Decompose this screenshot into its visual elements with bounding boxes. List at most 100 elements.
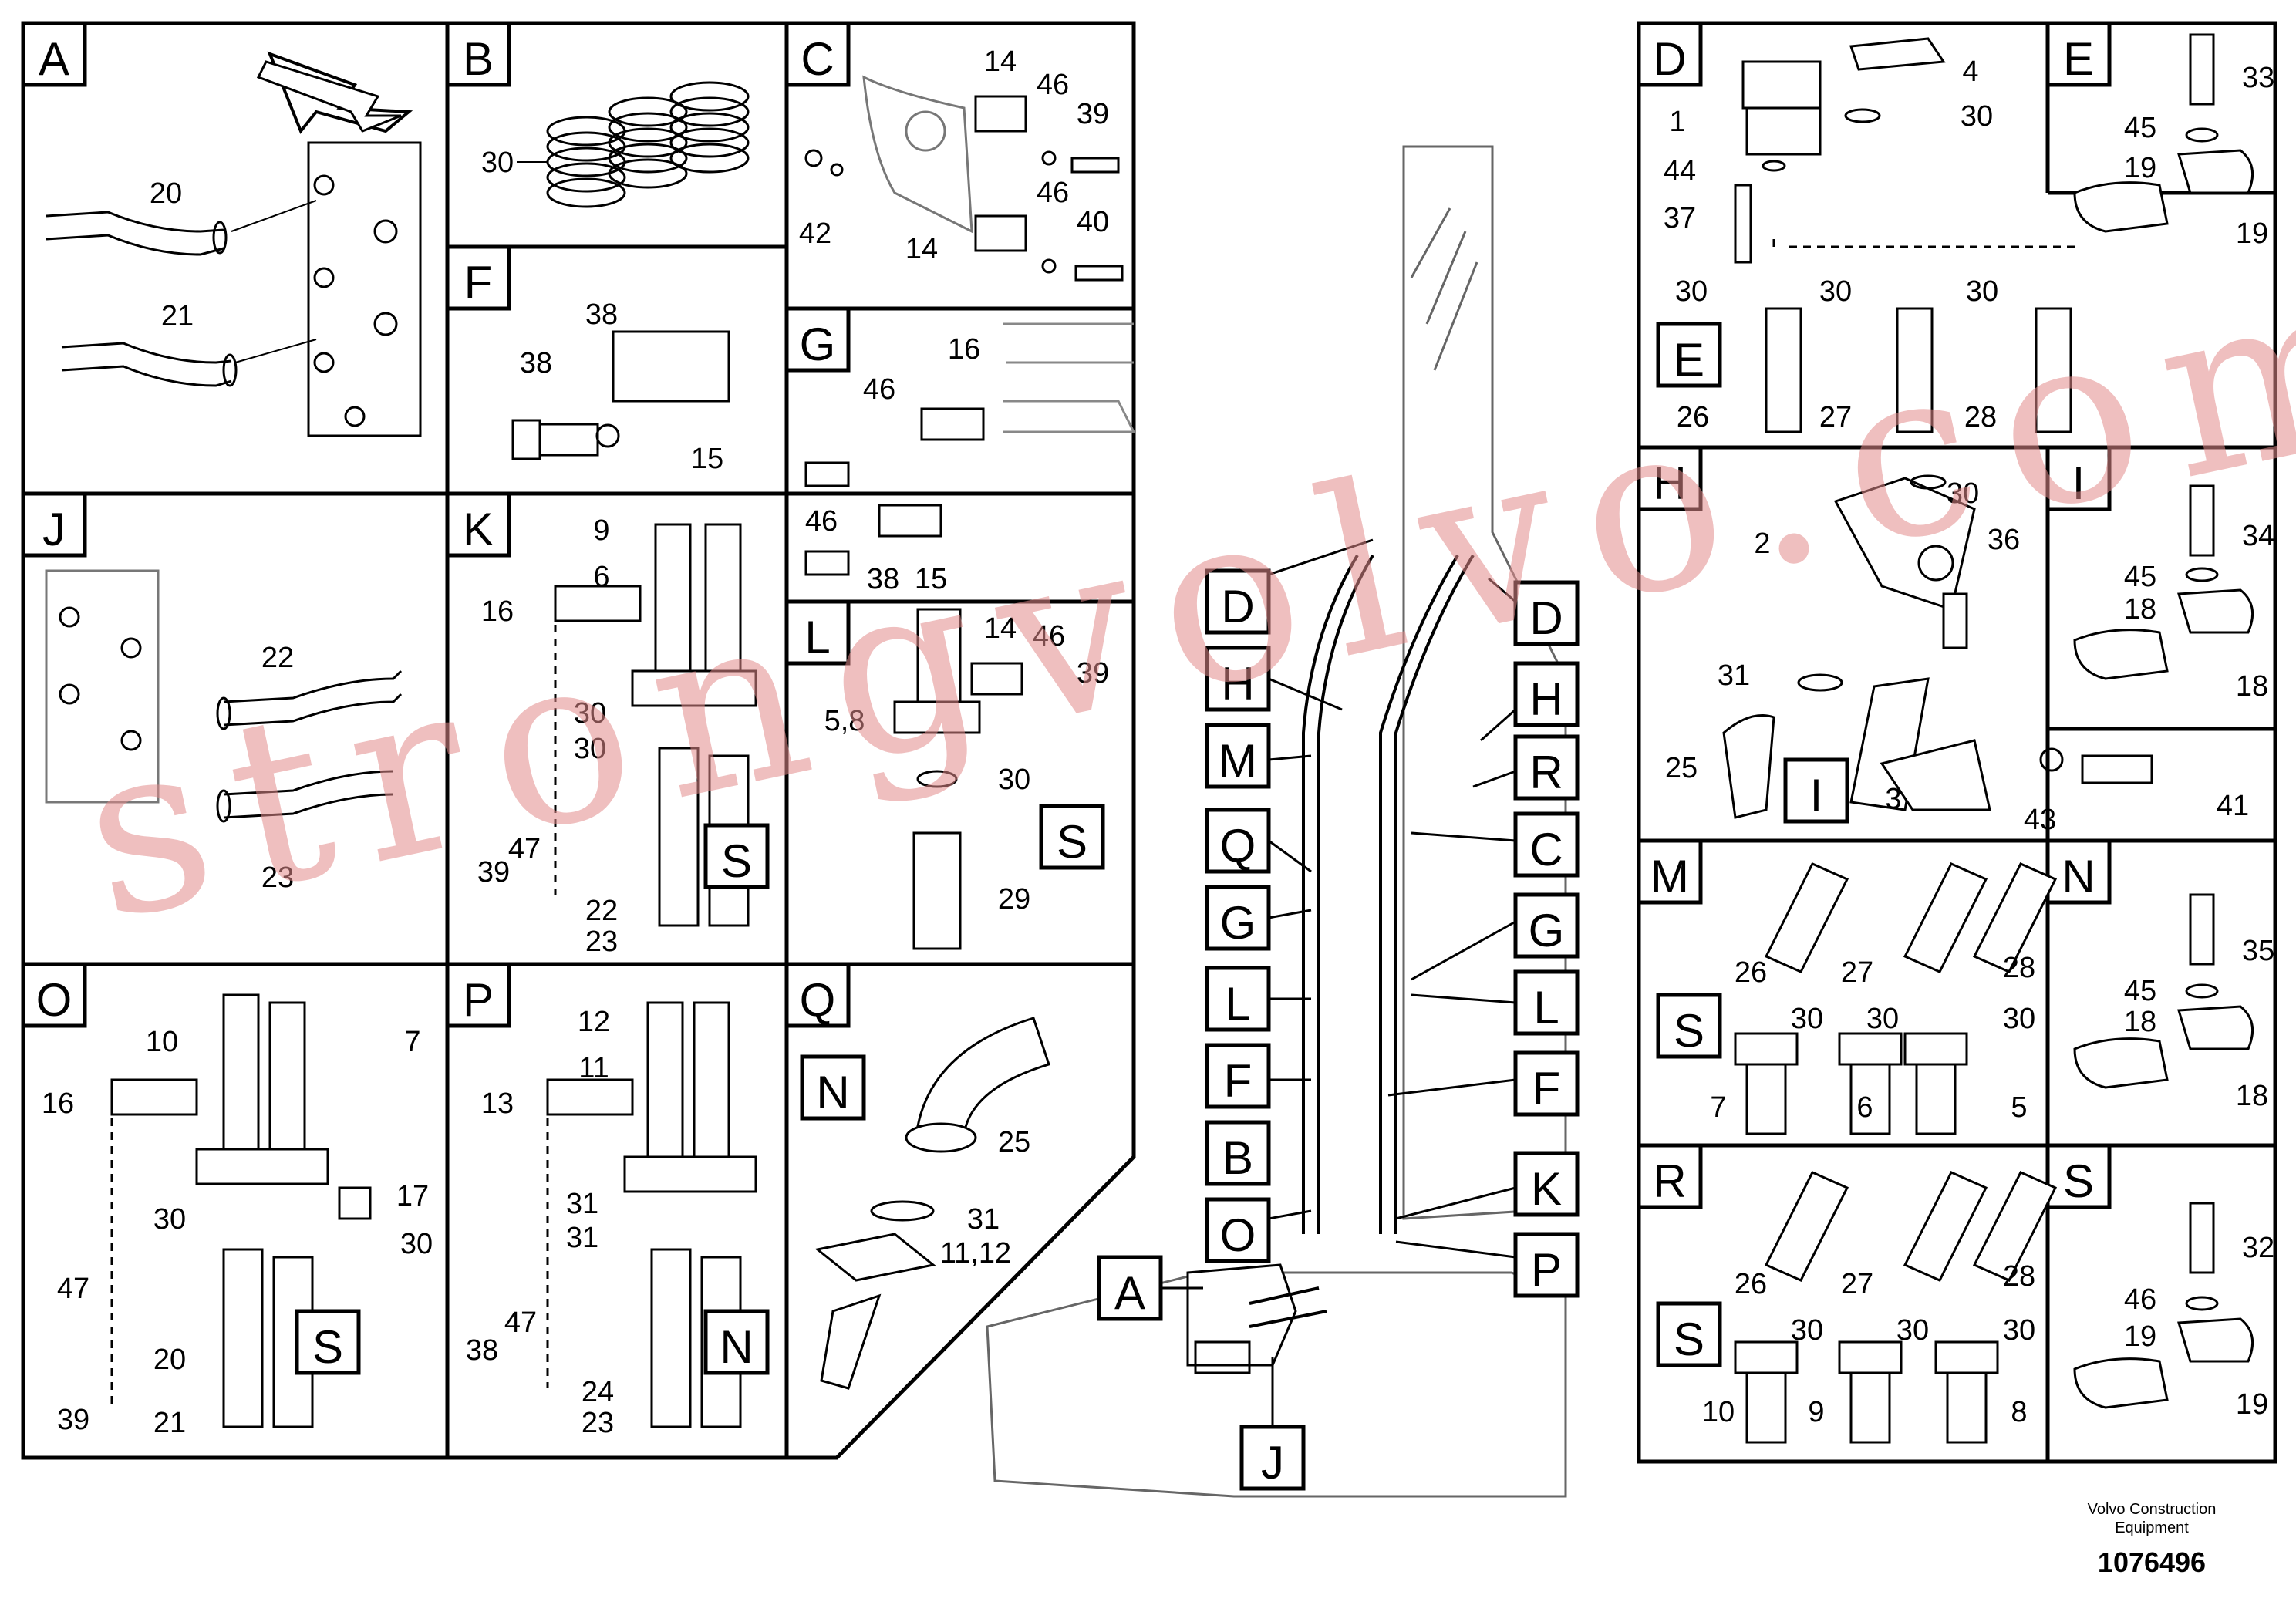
callout: 46 (1037, 69, 1069, 101)
callout: 24 (582, 1376, 614, 1408)
callout: 30 (574, 733, 606, 765)
machine-label-K: K (1395, 1151, 1580, 1220)
company-line-2: Equipment (2115, 1519, 2189, 1536)
callout: 30 (1966, 275, 1998, 308)
detail-ref-S: S (1039, 804, 1105, 870)
panel-S-drawing (2073, 1202, 2254, 1409)
panel-R-drawing (1734, 1171, 2058, 1444)
svg-text:I: I (1810, 770, 1823, 821)
svg-text:B: B (1222, 1132, 1253, 1184)
svg-text:S: S (1057, 816, 1087, 868)
callout: 34 (2242, 520, 2274, 552)
callout: 22 (261, 642, 294, 674)
panel-H-drawing (1722, 474, 2153, 819)
callout: 21 (153, 1407, 186, 1439)
svg-text:E: E (2063, 33, 2094, 85)
callout: 30 (1791, 1003, 1823, 1035)
callout: 45 (2124, 975, 2156, 1007)
callout: 31 (1718, 659, 1750, 692)
panel-letter-C: C (784, 21, 851, 87)
callout: 18 (2236, 670, 2268, 703)
svg-text:J: J (42, 504, 66, 555)
machine-label-O: O (1205, 1197, 1312, 1263)
callout: 30 (1791, 1314, 1823, 1347)
callout: 20 (150, 177, 182, 210)
callout: 30 (998, 764, 1030, 796)
machine-drawing (986, 145, 1567, 1498)
svg-text:C: C (801, 33, 834, 85)
svg-text:G: G (800, 319, 836, 370)
callout: 25 (998, 1126, 1030, 1158)
svg-text:S: S (2063, 1155, 2094, 1207)
callout: 30 (1819, 275, 1852, 308)
svg-text:N: N (816, 1067, 849, 1118)
callout: 38 (466, 1334, 498, 1367)
svg-text:S: S (312, 1321, 343, 1373)
callout: 46 (2124, 1283, 2156, 1316)
machine-label-F-right: F (1387, 1050, 1580, 1117)
callout: 19 (2124, 152, 2156, 184)
machine-label-P: P (1395, 1232, 1580, 1298)
panel-letter-N: N (2045, 838, 2112, 905)
panel-letter-D: D (1637, 21, 1703, 87)
svg-text:N: N (720, 1321, 753, 1373)
callout: 36 (1988, 524, 2020, 556)
callout: 35 (2242, 935, 2274, 967)
panel-D-drawing (1734, 37, 2075, 433)
callout: 47 (508, 833, 541, 865)
svg-text:R: R (1529, 747, 1563, 798)
svg-text:H: H (1653, 457, 1686, 509)
detail-ref-S: S (1656, 1301, 1722, 1367)
panel-letter-L: L (784, 599, 851, 666)
callout: 14 (905, 233, 938, 265)
detail-ref-S: S (703, 823, 770, 889)
machine-label-G-right: G (1411, 892, 1580, 981)
panel-O-drawing (110, 993, 372, 1428)
callout: 17 (396, 1180, 429, 1212)
panel-G-drawing (804, 322, 1136, 576)
svg-text:R: R (1653, 1155, 1686, 1207)
svg-text:S: S (1674, 1313, 1704, 1365)
svg-text:K: K (463, 504, 494, 555)
callout: 28 (1964, 401, 1997, 433)
machine-label-Q: Q (1205, 808, 1312, 874)
callout: 7 (404, 1026, 420, 1058)
panel-letter-H: H (1637, 445, 1703, 511)
svg-text:L: L (804, 612, 830, 663)
callout: 15 (691, 443, 723, 475)
callout: 31 (967, 1203, 1000, 1236)
svg-text:J: J (1261, 1437, 1284, 1489)
callout: 39 (57, 1404, 89, 1436)
callout: 30 (1675, 275, 1708, 308)
callout: 7 (1710, 1091, 1726, 1124)
svg-text:A: A (1114, 1267, 1145, 1319)
panel-letter-P: P (445, 962, 511, 1028)
callout: 44 (1664, 155, 1696, 187)
callout: 40 (1077, 206, 1109, 238)
svg-text:O: O (36, 974, 72, 1026)
svg-text:S: S (1674, 1005, 1704, 1057)
svg-text:D: D (1653, 33, 1686, 85)
callout: 13 (481, 1088, 514, 1120)
callout: 33 (2242, 62, 2274, 94)
callout: 11 (578, 1052, 609, 1084)
svg-text:F: F (1224, 1055, 1253, 1107)
panel-I-drawing (2073, 484, 2254, 680)
detail-ref-E: E (1656, 322, 1722, 388)
callout: 5,8 (824, 705, 865, 737)
machine-label-F-left: F (1205, 1043, 1311, 1109)
callout: 18 (2124, 1006, 2156, 1038)
callout: 14 (984, 612, 1017, 645)
callout: 47 (57, 1273, 89, 1305)
callout: 23 (261, 862, 294, 894)
callout: 2 (1754, 528, 1770, 560)
panel-letter-Q: Q (784, 962, 851, 1028)
svg-text:C: C (1529, 824, 1563, 875)
callout: 8 (2011, 1396, 2027, 1428)
callout: 42 (799, 218, 831, 250)
callout: 16 (42, 1088, 74, 1120)
part-number: 1076496 (2097, 1546, 2207, 1578)
svg-text:P: P (1531, 1244, 1562, 1296)
panel-letter-tabs: A B C F G J K L O P Q D E H I M N R S (21, 21, 2112, 1209)
panel-letter-F: F (445, 244, 511, 311)
